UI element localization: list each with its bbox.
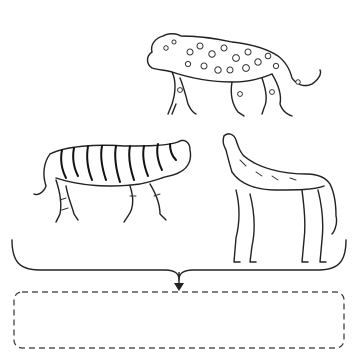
jaguar-icon (148, 34, 321, 116)
answer-box[interactable] (14, 292, 344, 348)
wolf-icon (223, 134, 336, 262)
down-arrow (174, 272, 184, 291)
tiger-icon (34, 140, 191, 222)
